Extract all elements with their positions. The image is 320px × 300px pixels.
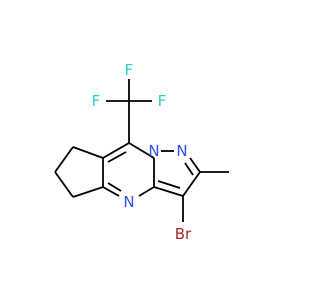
nitrogen-label-bridge: N [148,142,159,160]
bond-c4a-n4 [102,186,120,197]
molecule-structure: F F F N N N Br [54,61,229,243]
bond-n1-c2 [189,157,201,173]
bond-c8-c8a [102,142,130,159]
fluorine-label-right: F [158,92,167,110]
bond-c8-n-bridge [128,142,155,159]
bromine-label: Br [175,225,192,243]
bond-c2-c3 [182,171,201,197]
bond-c6-c5 [54,171,74,198]
nitrogen-label-pyrazole: N [176,142,187,160]
bond-n1-c2-double [184,162,194,176]
bond-c7-c6 [54,146,74,173]
fluorine-label-left: F [92,92,101,110]
bond-n4-c3a [138,186,155,197]
fluorine-label-top: F [125,61,134,79]
bond-c8-c8a-double [107,151,127,163]
nitrogen-label-pyrimidine: N [123,193,134,211]
bond-c3-c3a-double [157,180,181,189]
bond-c5-c4a [72,186,104,198]
bond-c4a-n4-double [107,182,122,192]
bond-c3-c3a [153,186,184,197]
molecule-diagram: F F F N N N Br [54,61,229,243]
bond-c8a-c7 [72,146,104,159]
